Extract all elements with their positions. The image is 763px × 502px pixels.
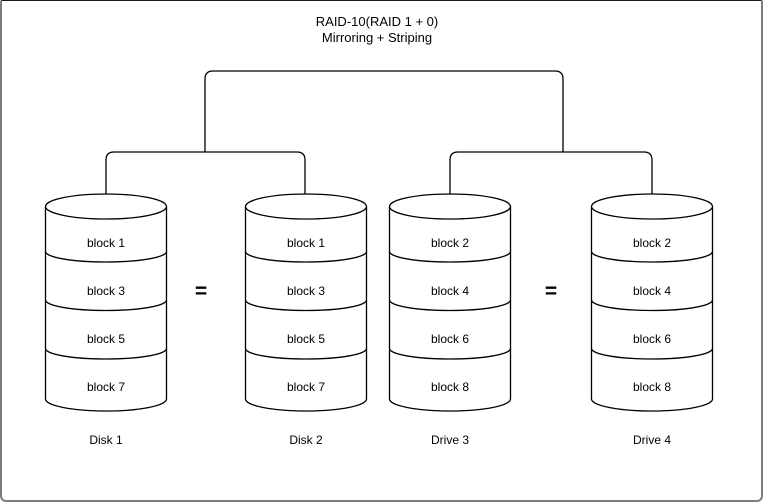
right-mirror-bracket-line (449, 151, 653, 194)
block-label: block 4 (430, 284, 470, 298)
title-line-2: Mirroring + Striping (321, 30, 433, 45)
equals-sign-mirror-left: = (194, 280, 208, 303)
block-label: block 2 (430, 236, 470, 250)
block-label: block 3 (86, 284, 126, 298)
block-label: block 1 (86, 236, 126, 250)
diagram-title: RAID-10(RAID 1 + 0) Mirroring + Striping (227, 14, 527, 46)
block-label: block 1 (286, 236, 326, 250)
block-label: block 4 (632, 284, 672, 298)
disk-cylinder-icon (44, 193, 168, 412)
disk-name-label: Drive 3 (430, 433, 469, 447)
disk-group-1: block 1 block 3 block 5 block 7 Disk 1 (44, 193, 168, 447)
equals-sign-mirror-right: = (544, 280, 558, 303)
top-bracket-line (204, 70, 564, 152)
block-label: block 6 (632, 332, 672, 346)
left-mirror-bracket-line (105, 151, 306, 194)
block-label: block 7 (86, 380, 126, 394)
block-label: block 8 (430, 380, 470, 394)
block-label: block 5 (86, 332, 126, 346)
disk-group-2: block 1 block 3 block 5 block 7 Disk 2 (244, 193, 368, 447)
block-label: block 2 (632, 236, 672, 250)
disk-cylinder-icon (590, 193, 714, 412)
title-line-1: RAID-10(RAID 1 + 0) (315, 14, 439, 29)
disk-cylinder-icon (244, 193, 368, 412)
block-label: block 8 (632, 380, 672, 394)
disk-name-label: Disk 2 (289, 433, 323, 447)
disk-group-4: block 2 block 4 block 6 block 8 Drive 4 (590, 193, 714, 447)
disk-name-label: Disk 1 (89, 433, 123, 447)
disk-cylinder-icon (388, 193, 512, 412)
disk-name-label: Drive 4 (632, 433, 671, 447)
block-label: block 6 (430, 332, 470, 346)
block-label: block 3 (286, 284, 326, 298)
block-label: block 5 (286, 332, 326, 346)
block-label: block 7 (286, 380, 326, 394)
disk-group-3: block 2 block 4 block 6 block 8 Drive 3 (388, 193, 512, 447)
